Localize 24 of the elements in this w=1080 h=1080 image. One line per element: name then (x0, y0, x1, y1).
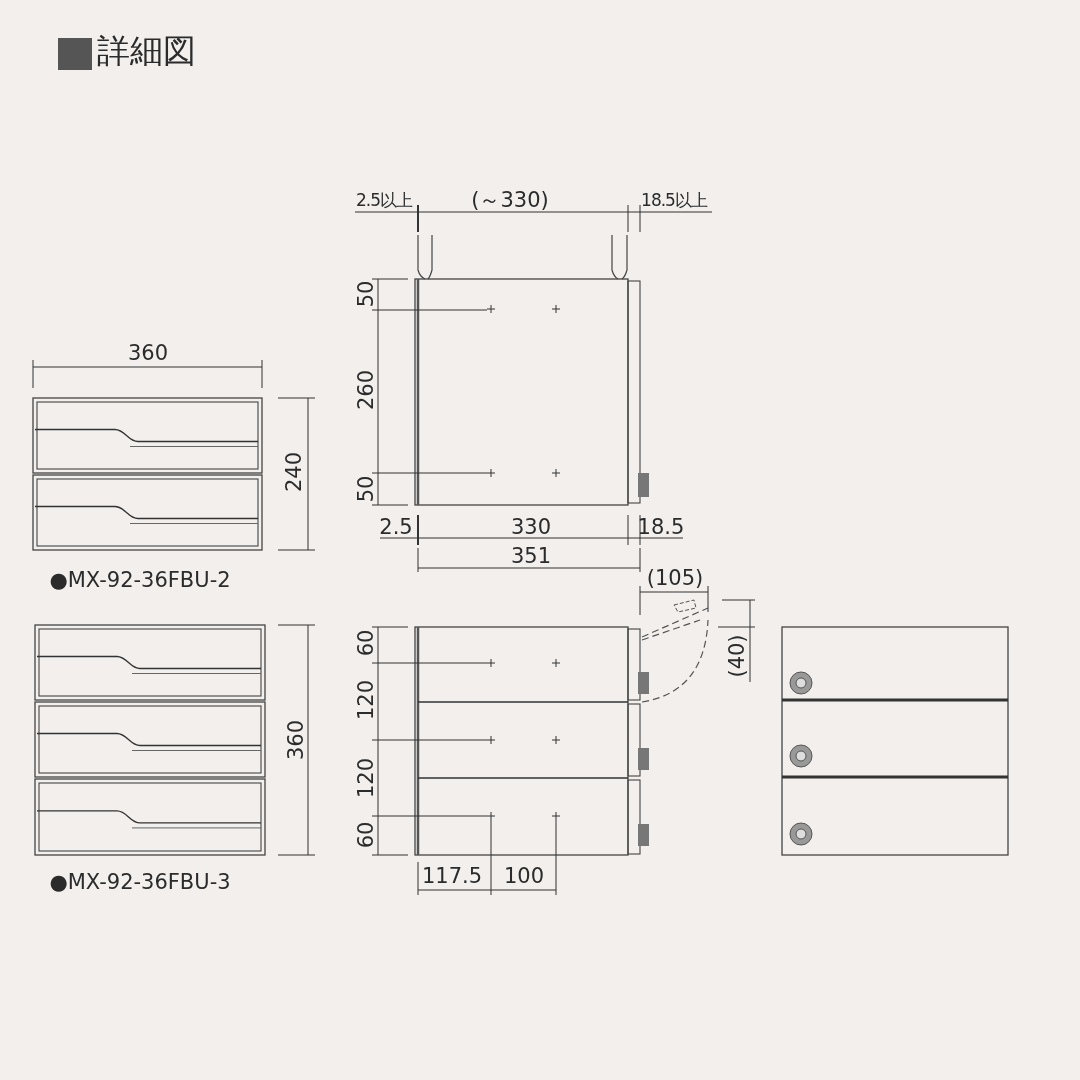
dimension-label: (～330) (471, 189, 549, 211)
dimension-label: 360 (127, 342, 169, 364)
dimension-label: 60 (355, 821, 377, 849)
dimension-label: 50 (355, 475, 377, 503)
dimension-label: 240 (283, 451, 305, 493)
model-label: ●MX-92-36FBU-2 (49, 569, 231, 591)
dimension-label: 2.5 (379, 516, 413, 538)
dimension-label: 351 (510, 545, 552, 567)
dimension-label: 260 (355, 369, 377, 411)
model-label: ●MX-92-36FBU-3 (49, 871, 231, 893)
dimension-label: 117.5 (421, 865, 483, 887)
dimension-label: 120 (355, 757, 377, 799)
dimension-label: 18.5 (637, 516, 685, 538)
dimension-label: 360 (285, 719, 307, 761)
dimension-label: (40) (726, 634, 748, 678)
dimension-label: 100 (503, 865, 545, 887)
dimension-label: 2.5以上 (356, 191, 412, 209)
dimension-label: 50 (355, 280, 377, 308)
heading: 詳細図 (97, 33, 196, 70)
dimension-label: 18.5以上 (641, 191, 707, 209)
dimension-label: 60 (355, 629, 377, 657)
dimension-label: 330 (510, 516, 552, 538)
dimension-label: (105) (646, 567, 704, 589)
dimension-label: 120 (355, 679, 377, 721)
